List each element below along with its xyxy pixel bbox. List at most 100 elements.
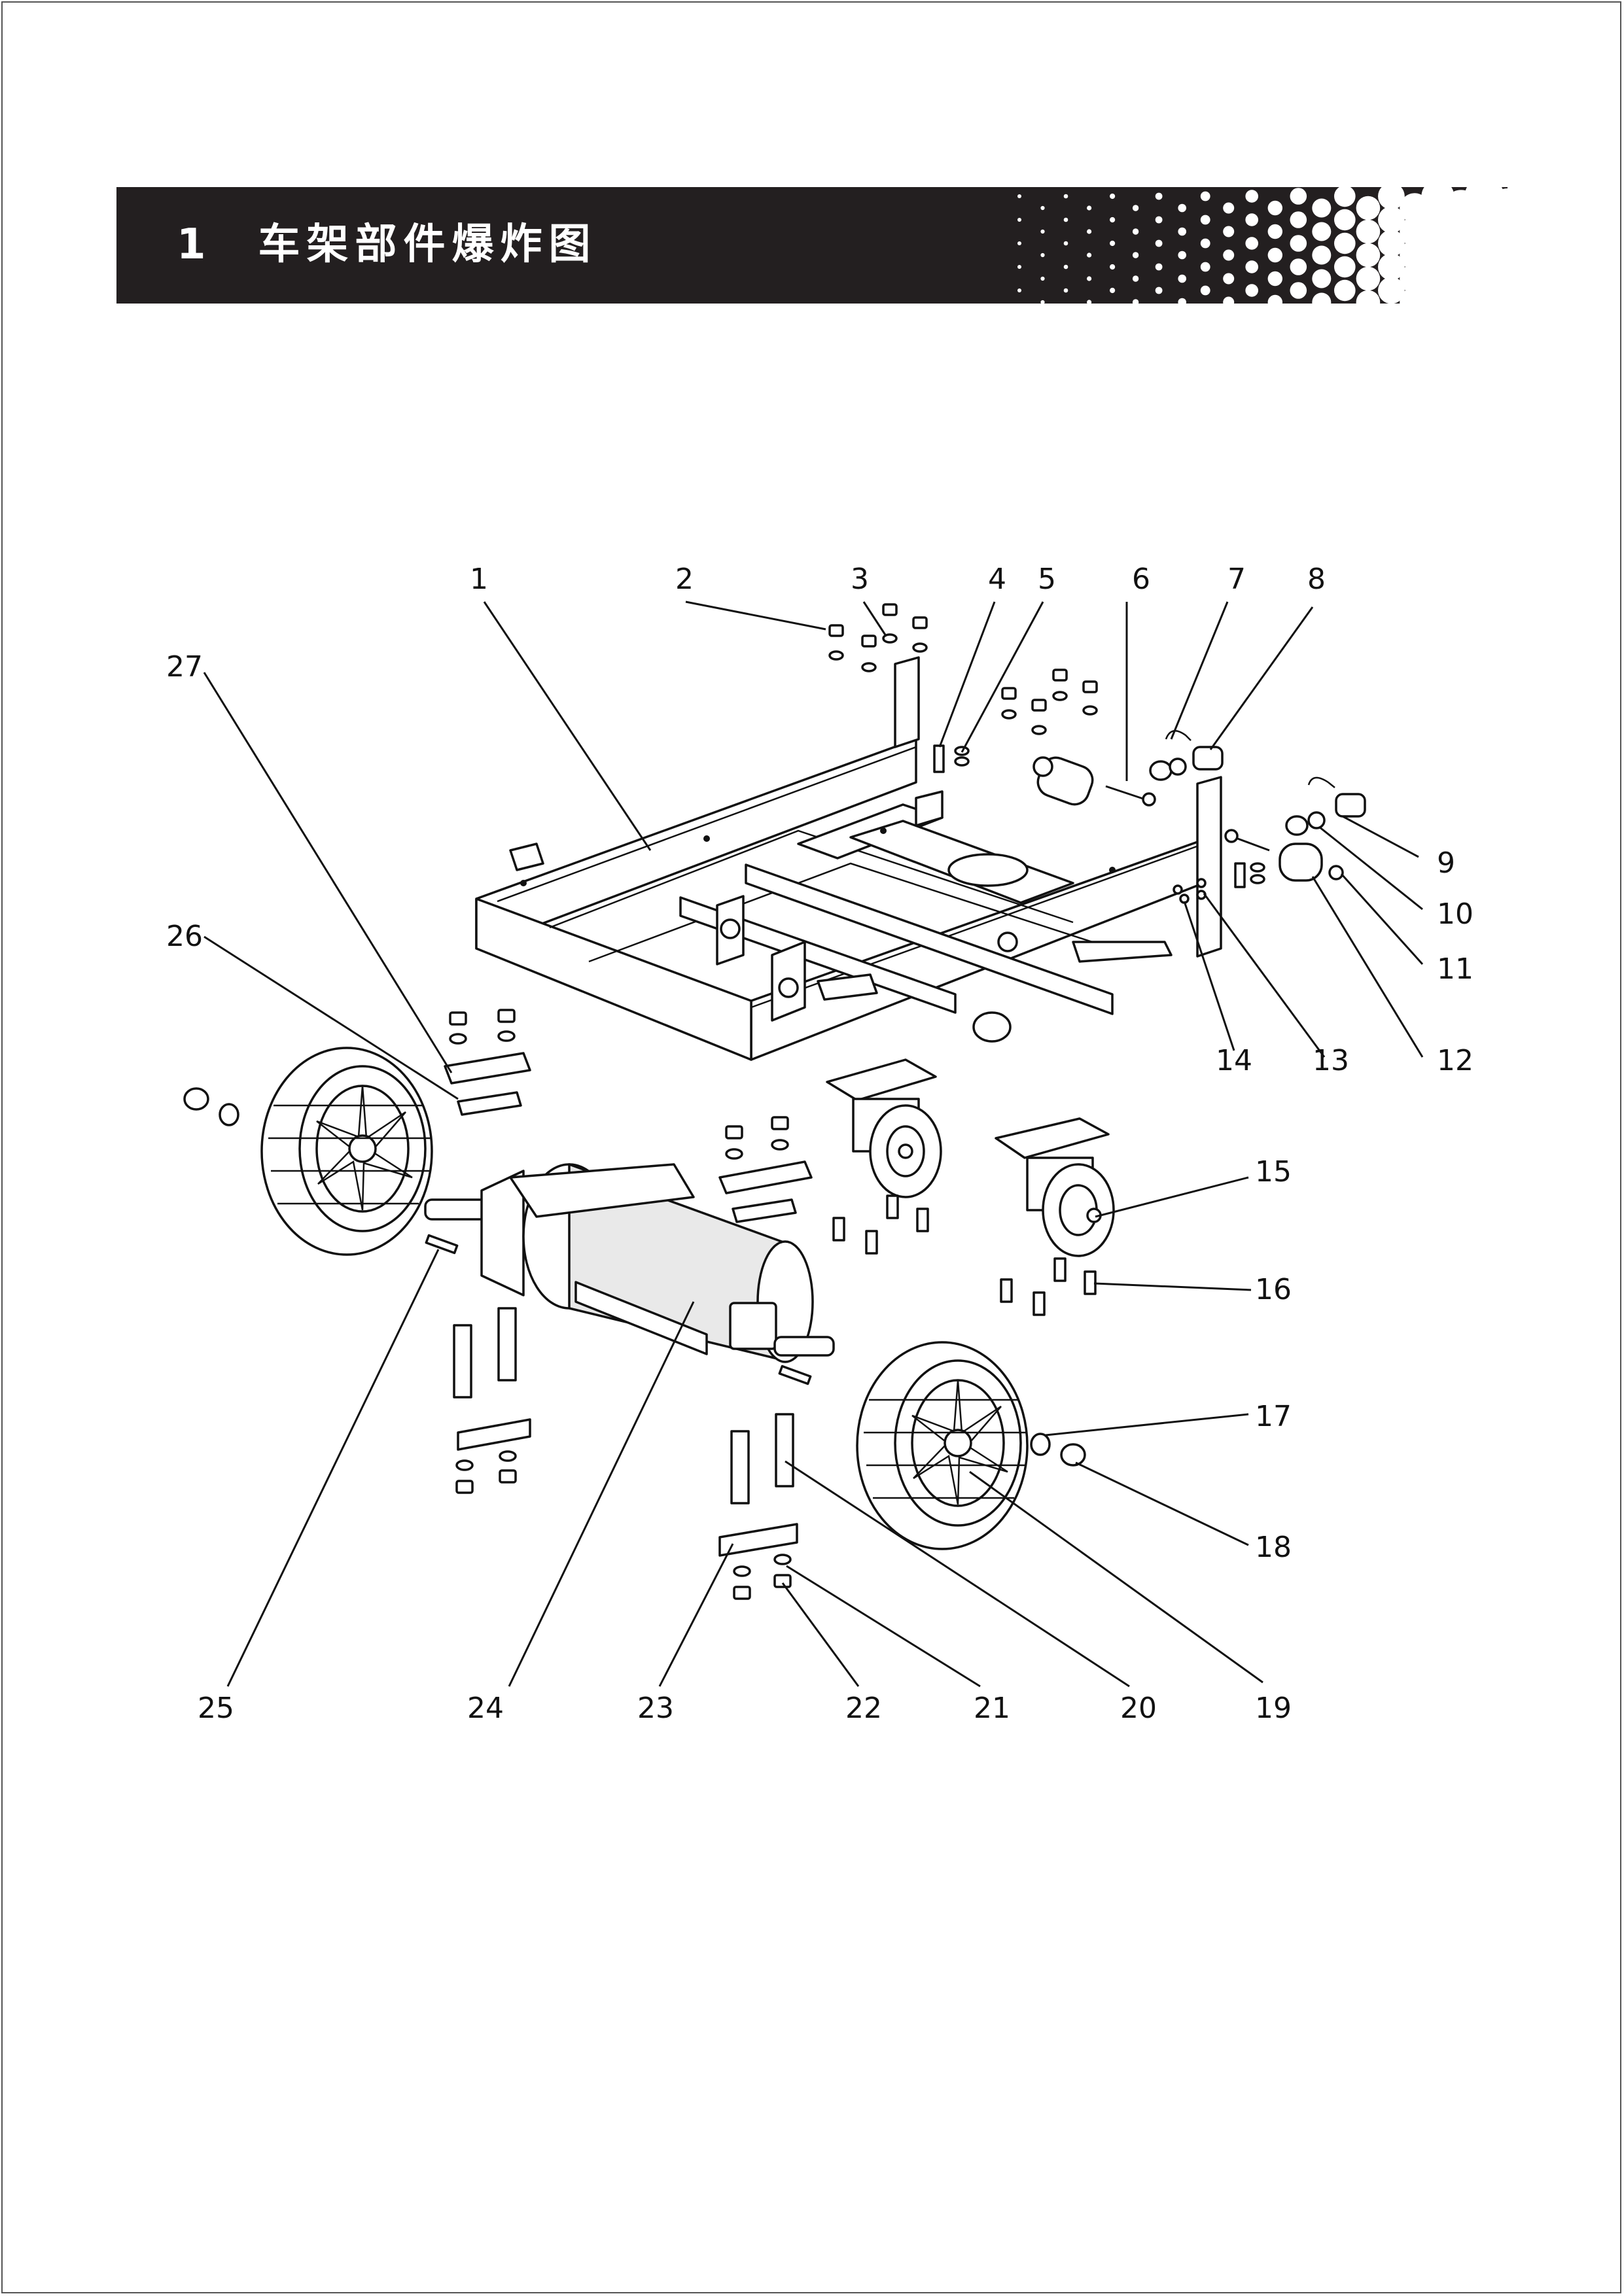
halftone-dot	[1178, 251, 1186, 260]
halftone-dot	[1267, 224, 1283, 239]
halftone-dot	[1290, 188, 1307, 205]
halftone-dot	[1178, 227, 1186, 236]
callout-24: 24	[467, 1692, 504, 1725]
callout-22: 22	[845, 1692, 882, 1725]
halftone-dot	[1400, 264, 1430, 294]
halftone-dot	[1267, 200, 1283, 216]
halftone-dot	[1155, 216, 1163, 224]
halftone-dot	[1488, 283, 1508, 304]
halftone-dot	[1378, 253, 1405, 281]
drive-motor	[424, 1163, 835, 1385]
callout-10: 10	[1437, 897, 1474, 931]
callout-5: 5	[1038, 563, 1056, 596]
halftone-dot	[1110, 217, 1116, 223]
halftone-dot	[1223, 202, 1235, 214]
callout-25: 25	[198, 1692, 234, 1725]
halftone-dot	[1378, 206, 1405, 234]
callout-11: 11	[1437, 952, 1474, 986]
halftone-dot	[1378, 277, 1405, 304]
halftone-dot	[1267, 247, 1283, 263]
halftone-dot	[1155, 263, 1163, 271]
drive-wheels	[183, 1047, 1086, 1550]
halftone-dot	[1356, 243, 1381, 268]
halftone-dot	[1017, 194, 1021, 198]
halftone-dot	[1040, 252, 1045, 258]
halftone-dot	[1356, 290, 1381, 304]
halftone-dot	[1132, 205, 1139, 211]
section-header: 1 车架部件爆炸图	[116, 187, 1508, 304]
halftone-dot	[1110, 287, 1116, 294]
halftone-dot	[1087, 205, 1092, 211]
callout-14: 14	[1216, 1044, 1252, 1077]
halftone-dot	[1356, 266, 1381, 291]
halftone-dot	[1200, 215, 1210, 225]
halftone-dot	[1312, 292, 1332, 304]
section-title-text: 车架部件爆炸图	[258, 220, 597, 269]
halftone-dot	[1334, 209, 1356, 231]
callout-21: 21	[974, 1692, 1010, 1725]
halftone-dot	[1223, 226, 1235, 237]
halftone-dot	[1200, 262, 1210, 272]
callout-leader-lines	[203, 600, 1424, 1688]
section-number: 1	[177, 220, 213, 269]
halftone-dot	[1040, 276, 1045, 281]
halftone-dot	[1290, 235, 1307, 252]
halftone-dot	[1245, 213, 1258, 226]
halftone-dot	[1267, 271, 1283, 287]
halftone-dot	[1040, 229, 1045, 234]
callout-2: 2	[675, 563, 694, 596]
halftone-dot	[1017, 218, 1021, 222]
halftone-dot	[1312, 198, 1332, 218]
frame-hardware	[828, 603, 1366, 904]
halftone-dot	[1155, 239, 1163, 247]
halftone-dot	[1400, 193, 1430, 223]
callout-3: 3	[851, 563, 869, 596]
halftone-dot	[1063, 288, 1068, 293]
halftone-dot	[1132, 275, 1139, 282]
halftone-dot	[1155, 287, 1163, 294]
callout-26: 26	[166, 920, 203, 953]
halftone-dot	[1334, 256, 1356, 278]
callout-13: 13	[1313, 1044, 1349, 1077]
callout-17: 17	[1255, 1400, 1292, 1433]
halftone-dot	[1400, 240, 1430, 270]
halftone-dot	[1040, 205, 1045, 211]
halftone-dot	[1378, 187, 1405, 210]
halftone-dot	[1290, 282, 1307, 299]
callout-4: 4	[988, 563, 1006, 596]
halftone-dot	[1223, 296, 1235, 304]
callout-12: 12	[1437, 1044, 1474, 1077]
halftone-dot	[1155, 192, 1163, 200]
halftone-dot	[1245, 190, 1258, 203]
halftone-dot	[1178, 298, 1186, 304]
halftone-dot	[1400, 217, 1430, 247]
halftone-dot	[1178, 274, 1186, 283]
callout-8: 8	[1307, 563, 1326, 596]
mounting-hardware	[444, 1009, 813, 1600]
section-title: 1 车架部件爆炸图	[177, 212, 597, 277]
halftone-dot	[1132, 252, 1139, 258]
halftone-dot	[1110, 240, 1116, 247]
callout-labels: 1 2 3 4 5 6 7 8 9 10 11 12 13 14 15 16 1…	[166, 563, 1474, 1725]
chassis-frame	[475, 656, 1222, 1061]
halftone-dot	[1132, 299, 1139, 304]
halftone-dot	[1040, 300, 1045, 304]
halftone-dot	[1200, 285, 1210, 296]
callout-23: 23	[637, 1692, 674, 1725]
halftone-dot	[1200, 191, 1210, 201]
callout-20: 20	[1120, 1692, 1157, 1725]
halftone-dot	[1334, 232, 1356, 254]
halftone-dot-pattern	[1017, 187, 1508, 304]
halftone-dot	[1200, 238, 1210, 249]
halftone-dot	[1223, 249, 1235, 261]
callout-6: 6	[1132, 563, 1150, 596]
halftone-dot	[1312, 269, 1332, 288]
halftone-dot	[1017, 288, 1021, 292]
halftone-dot	[1312, 222, 1332, 241]
callout-19: 19	[1255, 1692, 1292, 1725]
halftone-dot	[1245, 260, 1258, 273]
halftone-dot	[1087, 276, 1092, 281]
callout-9: 9	[1437, 846, 1455, 880]
